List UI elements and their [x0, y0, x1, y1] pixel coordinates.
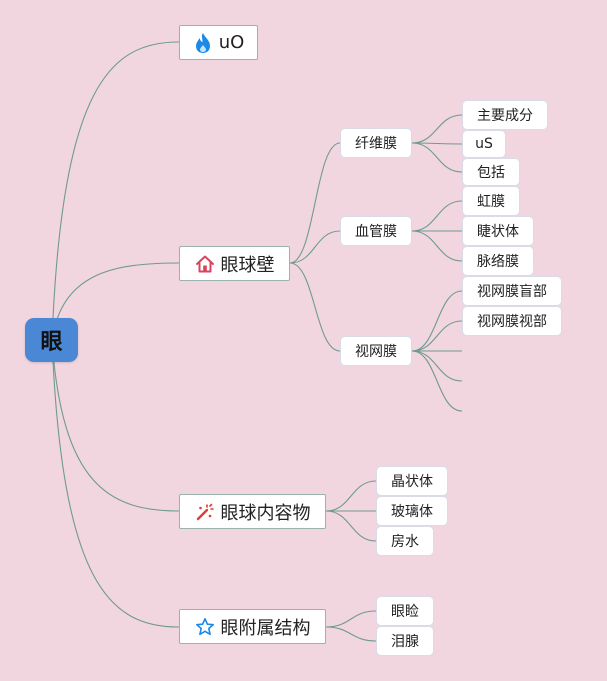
node-vitreous-body[interactable]: 玻璃体 — [376, 496, 448, 526]
node-retina[interactable]: 视网膜 — [340, 336, 412, 366]
node-eyelid[interactable]: 眼睑 — [376, 596, 434, 626]
connector-leaf-empty — [411, 350, 463, 412]
leaf-label: 主要成分 — [477, 108, 533, 124]
connector-leaf — [325, 626, 377, 642]
connector-leaf — [411, 290, 463, 352]
node-lacrimal-gland[interactable]: 泪腺 — [376, 626, 434, 656]
leaf-label: 视网膜视部 — [477, 314, 547, 330]
leaf-label: 虹膜 — [477, 194, 505, 210]
connector-leaf-empty — [411, 350, 463, 382]
leaf-iris[interactable]: 虹膜 — [462, 186, 520, 216]
node-fibrous-tunic[interactable]: 纤维膜 — [340, 128, 412, 158]
node-label: 泪腺 — [391, 634, 419, 650]
leaf-retina-optic-part[interactable]: 视网膜视部 — [462, 306, 562, 336]
leaf-label: 视网膜盲部 — [477, 284, 547, 300]
leaf-label: uS — [475, 136, 493, 152]
root-label: 眼 — [40, 330, 63, 355]
leaf-label: 脉络膜 — [477, 254, 519, 270]
leaf-main-components[interactable]: 主要成分 — [462, 100, 548, 130]
leaf-choroid[interactable]: 脉络膜 — [462, 246, 534, 276]
connector-leaf — [325, 510, 377, 542]
home-icon — [195, 254, 215, 274]
connector-root-uo — [51, 41, 180, 341]
leaf-ciliary-body[interactable]: 睫状体 — [462, 216, 534, 246]
node-label: 房水 — [391, 534, 419, 550]
node-label: 眼睑 — [391, 604, 419, 620]
connector-wall-fibrous — [289, 142, 341, 264]
branch-label-uo: uO — [218, 32, 245, 53]
node-lens[interactable]: 晶状体 — [376, 466, 448, 496]
connector-leaf — [411, 114, 463, 144]
node-label: 纤维膜 — [355, 136, 397, 152]
star-icon — [195, 617, 215, 637]
branch-label-eyeball-contents: 眼球内容物 — [220, 502, 311, 524]
connector-root-accessory — [51, 339, 180, 628]
connector-leaf — [411, 200, 463, 232]
leaf-label: 睫状体 — [477, 224, 519, 240]
node-aqueous-humor[interactable]: 房水 — [376, 526, 434, 556]
leaf-us[interactable]: uS — [462, 130, 506, 158]
leaf-label: 包括 — [477, 165, 505, 181]
node-vascular-tunic[interactable]: 血管膜 — [340, 216, 412, 246]
node-label: 晶状体 — [391, 474, 433, 490]
leaf-includes[interactable]: 包括 — [462, 158, 520, 186]
connector-wall-vascular — [289, 230, 341, 264]
connector-leaf — [411, 230, 463, 262]
branch-node-eyeball-contents[interactable]: 眼球内容物 — [179, 494, 326, 529]
connector-root-eyeball-contents — [51, 339, 180, 512]
connector-leaf — [411, 320, 463, 352]
connector-wall-retina — [289, 262, 341, 352]
magic-wand-icon — [195, 502, 215, 522]
branch-node-uo[interactable]: uO — [179, 25, 258, 60]
branch-label-eyeball-wall: 眼球壁 — [220, 254, 275, 276]
connector-leaf — [411, 142, 463, 173]
branch-node-accessory-structures[interactable]: 眼附属结构 — [179, 609, 326, 644]
branch-label-accessory-structures: 眼附属结构 — [220, 617, 311, 639]
node-label: 玻璃体 — [391, 504, 433, 520]
leaf-retina-blind-part[interactable]: 视网膜盲部 — [462, 276, 562, 306]
branch-node-eyeball-wall[interactable]: 眼球壁 — [179, 246, 290, 281]
connector-leaf — [325, 480, 377, 512]
root-node[interactable]: 眼 — [25, 318, 78, 362]
node-label: 视网膜 — [355, 344, 397, 360]
node-label: 血管膜 — [355, 224, 397, 240]
connector-leaf — [325, 610, 377, 628]
flame-icon — [193, 32, 213, 54]
